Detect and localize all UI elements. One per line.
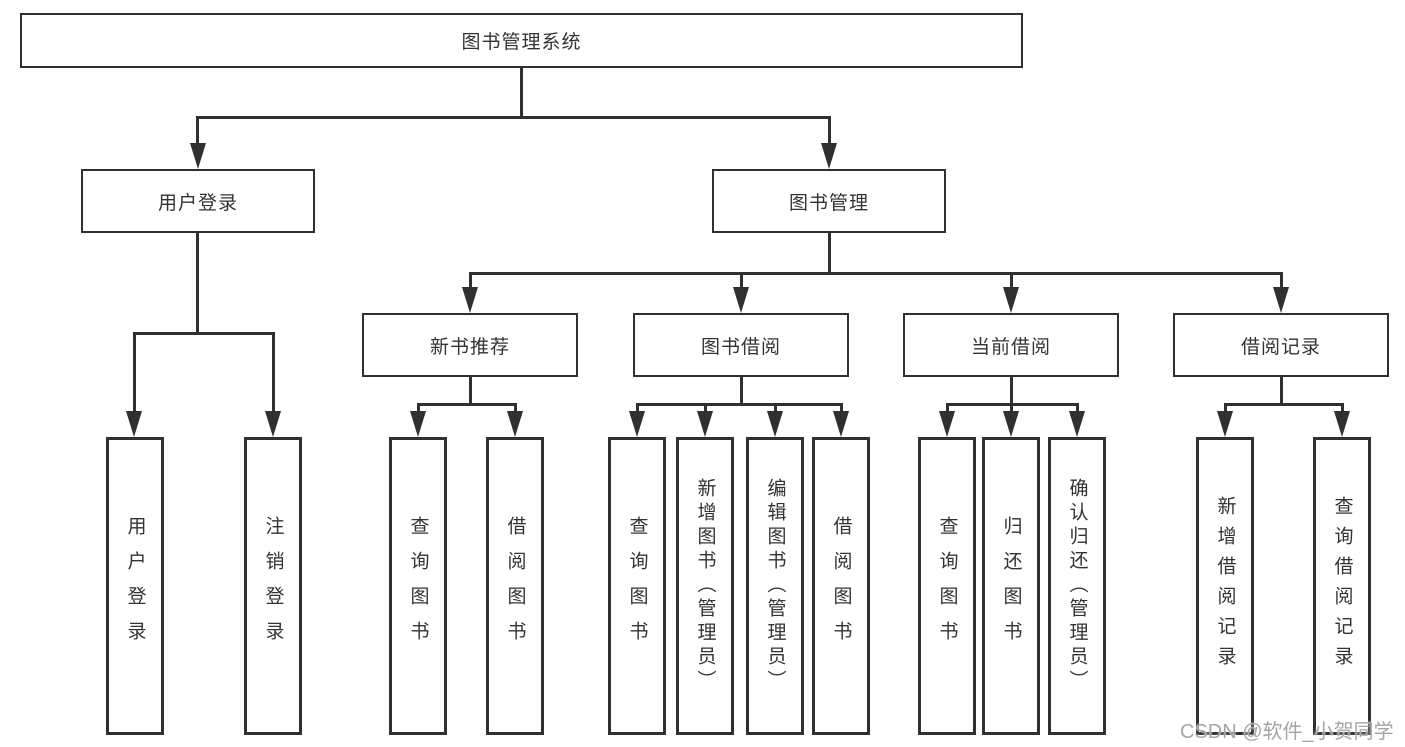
node-label: 图书借阅: [700, 336, 781, 358]
node-label: 图书管理: [788, 192, 869, 214]
arrow-down-leaf: [697, 411, 713, 437]
node-label: 当前借阅: [970, 336, 1051, 358]
connector-leaf: [946, 403, 949, 415]
node-label: 用户登录: [157, 192, 238, 214]
arrow-down-leaf: [629, 411, 645, 437]
arrow-down-leaf: [507, 411, 523, 437]
arrow-down-user-login: [190, 143, 206, 169]
arrow-down-book-borrow: [733, 287, 749, 313]
leaf-query-books-borrow: 查询图书: [608, 437, 666, 735]
node-label: 借阅记录: [1240, 336, 1321, 358]
connector-current-borrow-branch: [947, 403, 1079, 406]
node-user-login: 用户登录: [81, 169, 315, 233]
connector-current-borrow-stem: [1010, 375, 1013, 406]
connector-leaf: [840, 403, 843, 415]
arrow-down-borrow-records: [1273, 287, 1289, 313]
leaf-borrow-books: 借阅图书: [812, 437, 870, 735]
connector-leaf: [1076, 403, 1079, 415]
connector-to-current-borrow: [1010, 272, 1013, 290]
arrow-down-leaf: [1069, 411, 1085, 437]
connector-to-book-mgmt: [828, 116, 831, 146]
connector-root-branch: [197, 116, 831, 119]
leaf-label: 借阅图书: [504, 516, 526, 656]
connector-leaf: [704, 403, 707, 415]
node-label: 新书推荐: [429, 336, 510, 358]
arrow-down-leaf: [939, 411, 955, 437]
leaf-label: 借阅图书: [830, 516, 852, 656]
arrow-down-leaf: [1003, 411, 1019, 437]
connector-to-leaf-user-login: [133, 332, 136, 412]
node-new-book-rec: 新书推荐: [362, 313, 578, 377]
connector-borrow-records-branch: [1225, 403, 1342, 406]
arrow-down-current-borrow: [1003, 287, 1019, 313]
watermark: CSDN @软件_小贺同学: [1180, 721, 1394, 743]
node-label: 图书管理系统: [461, 32, 582, 53]
arrow-down-leaf: [1334, 411, 1350, 437]
leaf-confirm-return-admin: 确认归还（管理员）: [1048, 437, 1106, 735]
arrow-down-book-mgmt: [821, 143, 837, 169]
leaf-label: 注销登录: [262, 516, 284, 656]
connector-to-borrow-records: [1280, 272, 1283, 290]
node-book-mgmt: 图书管理: [712, 169, 946, 233]
arrow-down-leaf: [767, 411, 783, 437]
arrow-down-leaf: [410, 411, 426, 437]
connector-leaf: [636, 403, 639, 415]
leaf-label: 编辑图书（管理员）: [764, 478, 786, 694]
leaf-query-books-rec: 查询图书: [389, 437, 447, 735]
connector-book-mgmt-branch: [470, 272, 1283, 275]
connector-user-login-stem: [196, 231, 199, 335]
arrow-down-leaf-user-login: [126, 411, 142, 437]
arrow-down-new-book-rec: [462, 287, 478, 313]
connector-borrow-records-stem: [1280, 375, 1283, 406]
connector-leaf: [1341, 403, 1344, 415]
node-borrow-records: 借阅记录: [1173, 313, 1389, 377]
connector-leaf: [1010, 403, 1013, 415]
connector-new-book-rec-stem: [469, 375, 472, 406]
leaf-edit-books-admin: 编辑图书（管理员）: [746, 437, 804, 735]
connector-root-stem: [520, 66, 523, 118]
arrow-down-leaf: [1217, 411, 1233, 437]
connector-new-book-rec-branch: [418, 403, 517, 406]
connector-to-book-borrow: [740, 272, 743, 290]
leaf-label: 查询图书: [626, 516, 648, 656]
leaf-label: 确认归还（管理员）: [1066, 478, 1088, 694]
connector-user-login-branch: [134, 332, 274, 335]
leaf-user-login: 用户登录: [106, 437, 164, 735]
connector-leaf: [417, 403, 420, 415]
leaf-query-borrow-record: 查询借阅记录: [1313, 437, 1371, 735]
leaf-query-books-current: 查询图书: [918, 437, 976, 735]
node-library-management-system: 图书管理系统: [20, 13, 1023, 68]
leaf-label: 归还图书: [1000, 516, 1022, 656]
leaf-label: 查询图书: [407, 516, 429, 656]
connector-to-leaf-logout: [272, 332, 275, 412]
connector-book-borrow-stem: [740, 375, 743, 406]
connector-leaf: [1224, 403, 1227, 415]
leaf-label: 新增借阅记录: [1214, 496, 1236, 676]
connector-leaf: [514, 403, 517, 415]
leaf-label: 新增图书（管理员）: [694, 478, 716, 694]
leaf-return-books: 归还图书: [982, 437, 1040, 735]
connector-book-borrow-branch: [637, 403, 843, 406]
arrow-down-leaf: [833, 411, 849, 437]
leaf-borrow-books-rec: 借阅图书: [486, 437, 544, 735]
leaf-label: 查询借阅记录: [1331, 496, 1353, 676]
leaf-add-books-admin: 新增图书（管理员）: [676, 437, 734, 735]
leaf-add-borrow-record: 新增借阅记录: [1196, 437, 1254, 735]
leaf-label: 查询图书: [936, 516, 958, 656]
leaf-logout: 注销登录: [244, 437, 302, 735]
arrow-down-leaf-logout: [265, 411, 281, 437]
connector-leaf: [774, 403, 777, 415]
node-book-borrow: 图书借阅: [633, 313, 849, 377]
leaf-label: 用户登录: [124, 516, 146, 656]
connector-to-new-book-rec: [469, 272, 472, 290]
connector-book-mgmt-stem: [828, 231, 831, 275]
connector-to-user-login: [196, 116, 199, 146]
node-current-borrow: 当前借阅: [903, 313, 1119, 377]
